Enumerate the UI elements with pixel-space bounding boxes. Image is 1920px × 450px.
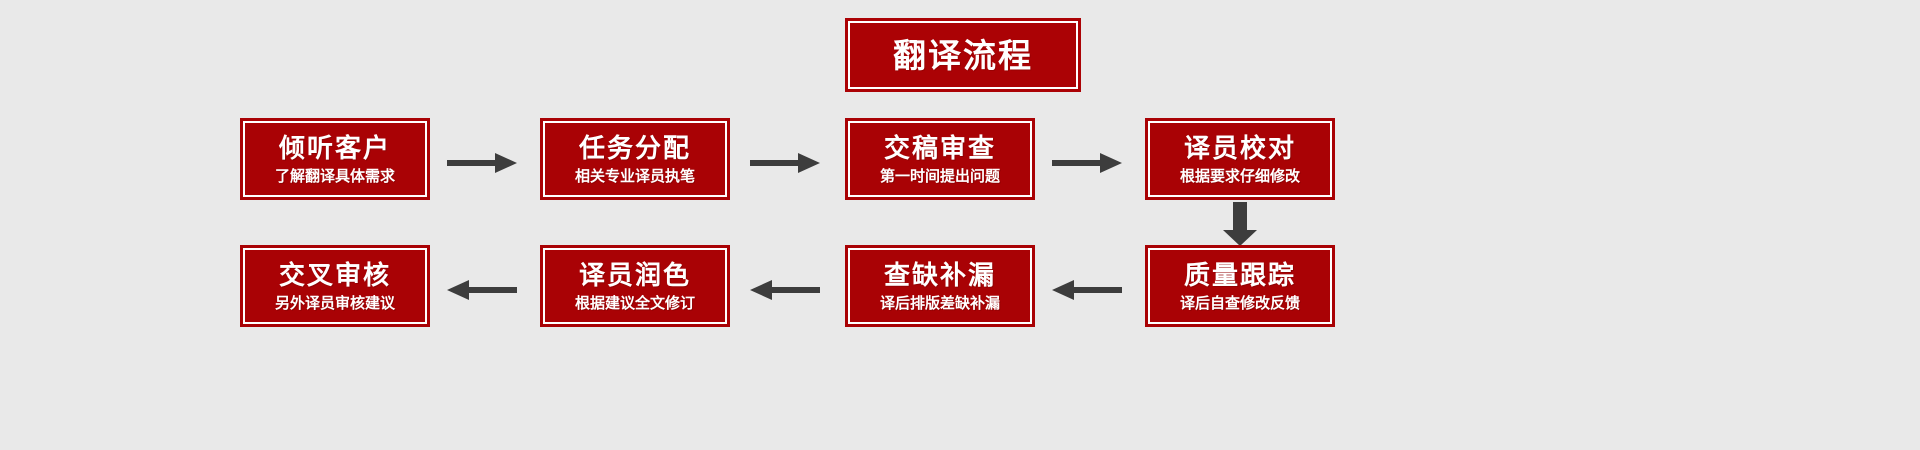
process-node-1[interactable]: 倾听客户 了解翻译具体需求: [240, 118, 430, 200]
process-node-2-title: 任务分配: [578, 133, 691, 164]
process-node-5-subtitle: 译后自查修改反馈: [1179, 294, 1300, 312]
process-node-5[interactable]: 质量跟踪 译后自查修改反馈: [1145, 245, 1335, 327]
arrow-left-2-icon: [750, 277, 820, 303]
flowchart-title-box: 翻译流程: [845, 18, 1081, 92]
process-node-4-subtitle: 根据要求仔细修改: [1179, 167, 1300, 185]
process-node-7-title: 译员润色: [578, 260, 691, 291]
process-node-8[interactable]: 交叉审核 另外译员审核建议: [240, 245, 430, 327]
process-node-6[interactable]: 查缺补漏 译后排版差缺补漏: [845, 245, 1035, 327]
process-node-2-subtitle: 相关专业译员执笔: [574, 167, 695, 185]
process-node-5-title: 质量跟踪: [1183, 260, 1296, 291]
arrow-left-3-icon: [447, 277, 517, 303]
process-node-6-subtitle: 译后排版差缺补漏: [879, 294, 1000, 312]
arrow-right-1-icon: [447, 150, 517, 176]
flowchart-title-text: 翻译流程: [893, 36, 1033, 74]
process-node-1-title: 倾听客户: [278, 133, 391, 164]
arrow-right-3-icon: [1052, 150, 1122, 176]
process-node-3[interactable]: 交稿审查 第一时间提出问题: [845, 118, 1035, 200]
arrow-left-1-icon: [1052, 277, 1122, 303]
arrow-right-2-icon: [750, 150, 820, 176]
process-node-3-subtitle: 第一时间提出问题: [879, 167, 1000, 185]
arrow-down-1-icon: [1218, 202, 1262, 246]
process-node-8-subtitle: 另外译员审核建议: [274, 294, 395, 312]
process-node-4[interactable]: 译员校对 根据要求仔细修改: [1145, 118, 1335, 200]
process-node-3-title: 交稿审查: [883, 133, 996, 164]
process-node-2[interactable]: 任务分配 相关专业译员执笔: [540, 118, 730, 200]
process-node-4-title: 译员校对: [1183, 133, 1296, 164]
process-node-6-title: 查缺补漏: [883, 260, 996, 291]
process-node-7-subtitle: 根据建议全文修订: [574, 294, 695, 312]
process-node-1-subtitle: 了解翻译具体需求: [274, 167, 395, 185]
process-node-7[interactable]: 译员润色 根据建议全文修订: [540, 245, 730, 327]
process-node-8-title: 交叉审核: [278, 260, 391, 291]
